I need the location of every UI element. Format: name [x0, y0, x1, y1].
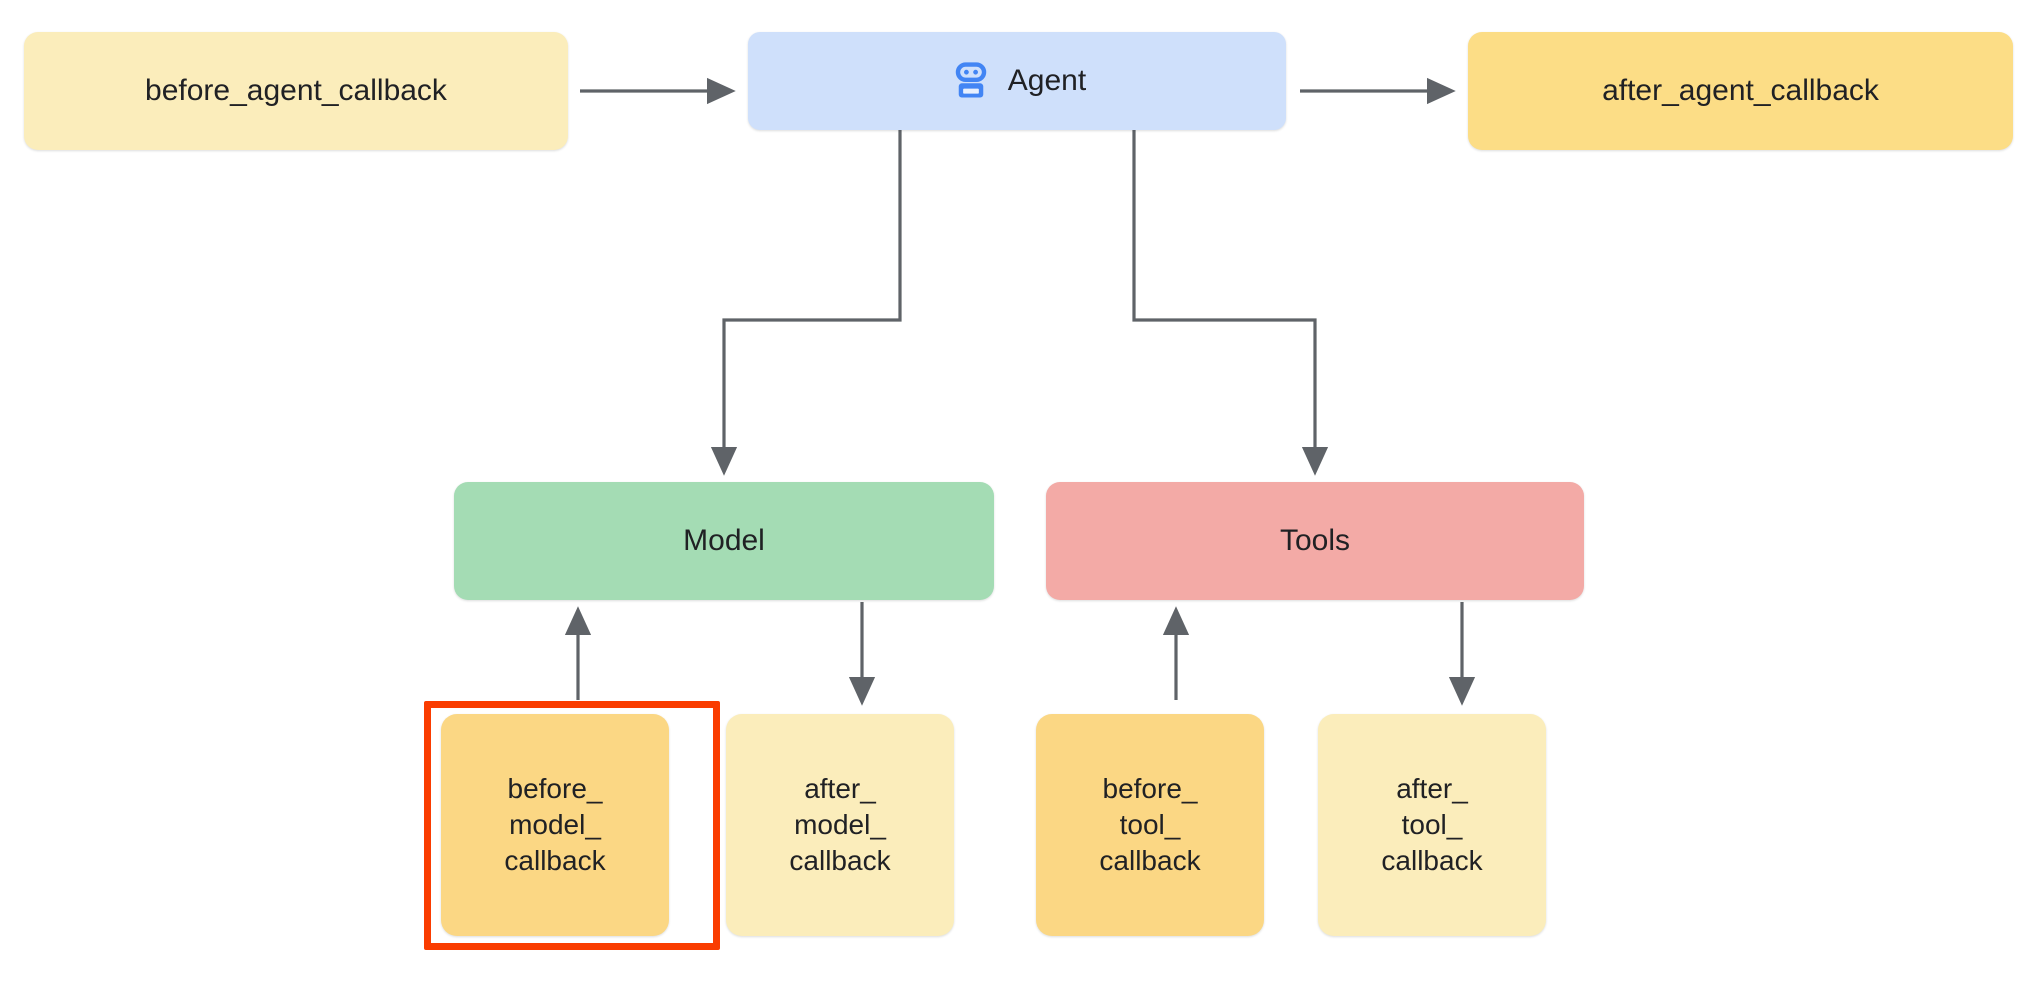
- node-after-tool-callback[interactable]: after_ tool_ callback: [1318, 714, 1546, 936]
- agent-content: Agent: [948, 58, 1086, 104]
- node-after-model-callback-label: after_ model_ callback: [789, 773, 891, 876]
- node-tools[interactable]: Tools: [1046, 482, 1584, 600]
- node-before-agent-callback[interactable]: before_agent_callback: [24, 32, 568, 150]
- node-before-tool-callback-label: before_ tool_ callback: [1099, 773, 1201, 876]
- robot-icon: [955, 62, 987, 98]
- node-model[interactable]: Model: [454, 482, 994, 600]
- node-after-agent-callback[interactable]: after_agent_callback: [1468, 32, 2013, 150]
- node-after-model-callback[interactable]: after_ model_ callback: [726, 714, 954, 936]
- node-agent-label: Agent: [1007, 63, 1087, 97]
- node-before-tool-callback[interactable]: before_ tool_ callback: [1036, 714, 1264, 936]
- node-agent[interactable]: Agent: [748, 32, 1286, 130]
- node-before-model-callback-label: before_ model_ callback: [504, 773, 606, 876]
- node-tools-label: Tools: [1279, 523, 1351, 557]
- edge-agent-to-tools: [1132, 130, 1329, 476]
- node-after-tool-callback-label: after_ tool_ callback: [1381, 773, 1483, 876]
- node-before-model-callback[interactable]: before_ model_ callback: [441, 714, 669, 936]
- node-before-agent-callback-label: before_agent_callback: [145, 73, 447, 107]
- node-after-agent-callback-label: after_agent_callback: [1602, 73, 1879, 107]
- edge-agent-to-model: [710, 130, 902, 476]
- node-model-label: Model: [683, 523, 765, 557]
